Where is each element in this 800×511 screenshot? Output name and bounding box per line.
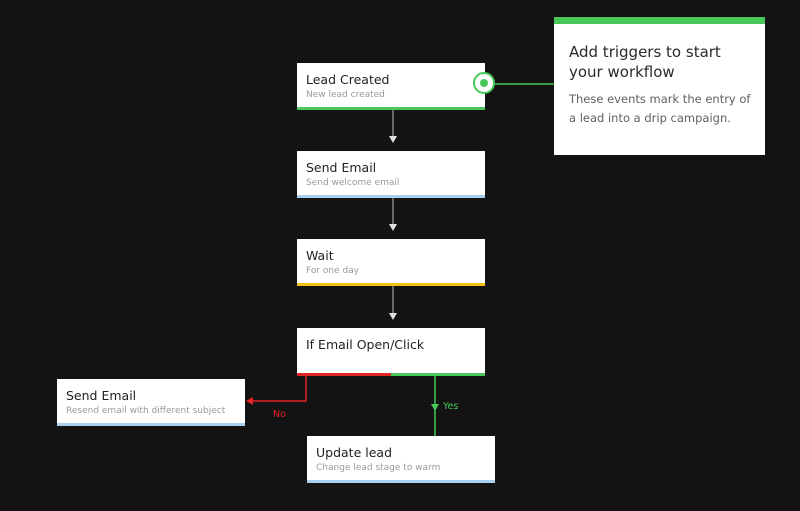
node-title: Wait	[306, 248, 334, 263]
action-status-bar	[297, 195, 485, 198]
tooltip-body: These events mark the entry of a lead in…	[569, 92, 751, 125]
arrow-head-send	[389, 136, 397, 143]
branch-label-yes: Yes	[443, 401, 459, 412]
node-subtitle: For one day	[306, 266, 360, 276]
add-trigger-dot-icon[interactable]	[473, 72, 495, 94]
action-status-bar	[57, 423, 245, 426]
node-title: Send Email	[306, 160, 377, 175]
action-status-bar	[307, 480, 495, 483]
condition-yes-segment	[391, 373, 485, 376]
trigger-dot-center	[480, 79, 488, 87]
node-send-email[interactable]: Send Email Send welcome email	[297, 151, 485, 198]
node-if-email-open-click[interactable]: If Email Open/Click	[297, 328, 485, 376]
arrow-head-yes	[431, 404, 439, 411]
node-subtitle: Send welcome email	[306, 178, 400, 188]
node-title: Update lead	[316, 445, 393, 460]
tooltip-title: Add triggers to start your workflow	[569, 43, 721, 81]
node-subtitle: New lead created	[306, 90, 385, 100]
trigger-status-bar	[297, 107, 485, 110]
node-title: Lead Created	[306, 72, 390, 87]
node-lead-created[interactable]: Lead Created New lead created	[297, 63, 485, 110]
node-title: If Email Open/Click	[306, 337, 425, 352]
arrow-head-wait	[389, 224, 397, 231]
condition-status-bar	[297, 373, 485, 376]
wait-status-bar	[297, 283, 485, 286]
node-subtitle: Resend email with different subject	[66, 406, 226, 416]
node-wait[interactable]: Wait For one day	[297, 239, 485, 286]
node-title: Send Email	[66, 388, 137, 403]
connector-no-branch	[252, 376, 307, 402]
node-update-lead[interactable]: Update lead Change lead stage to warm	[307, 436, 495, 483]
arrow-head-no	[246, 397, 253, 405]
branch-label-no: No	[273, 409, 286, 420]
node-subtitle: Change lead stage to warm	[316, 463, 441, 473]
trigger-help-tooltip: Add triggers to start your workflow Thes…	[554, 17, 765, 155]
arrow-head-if	[389, 313, 397, 320]
condition-no-segment	[297, 373, 391, 376]
node-resend-email[interactable]: Send Email Resend email with different s…	[57, 379, 245, 426]
